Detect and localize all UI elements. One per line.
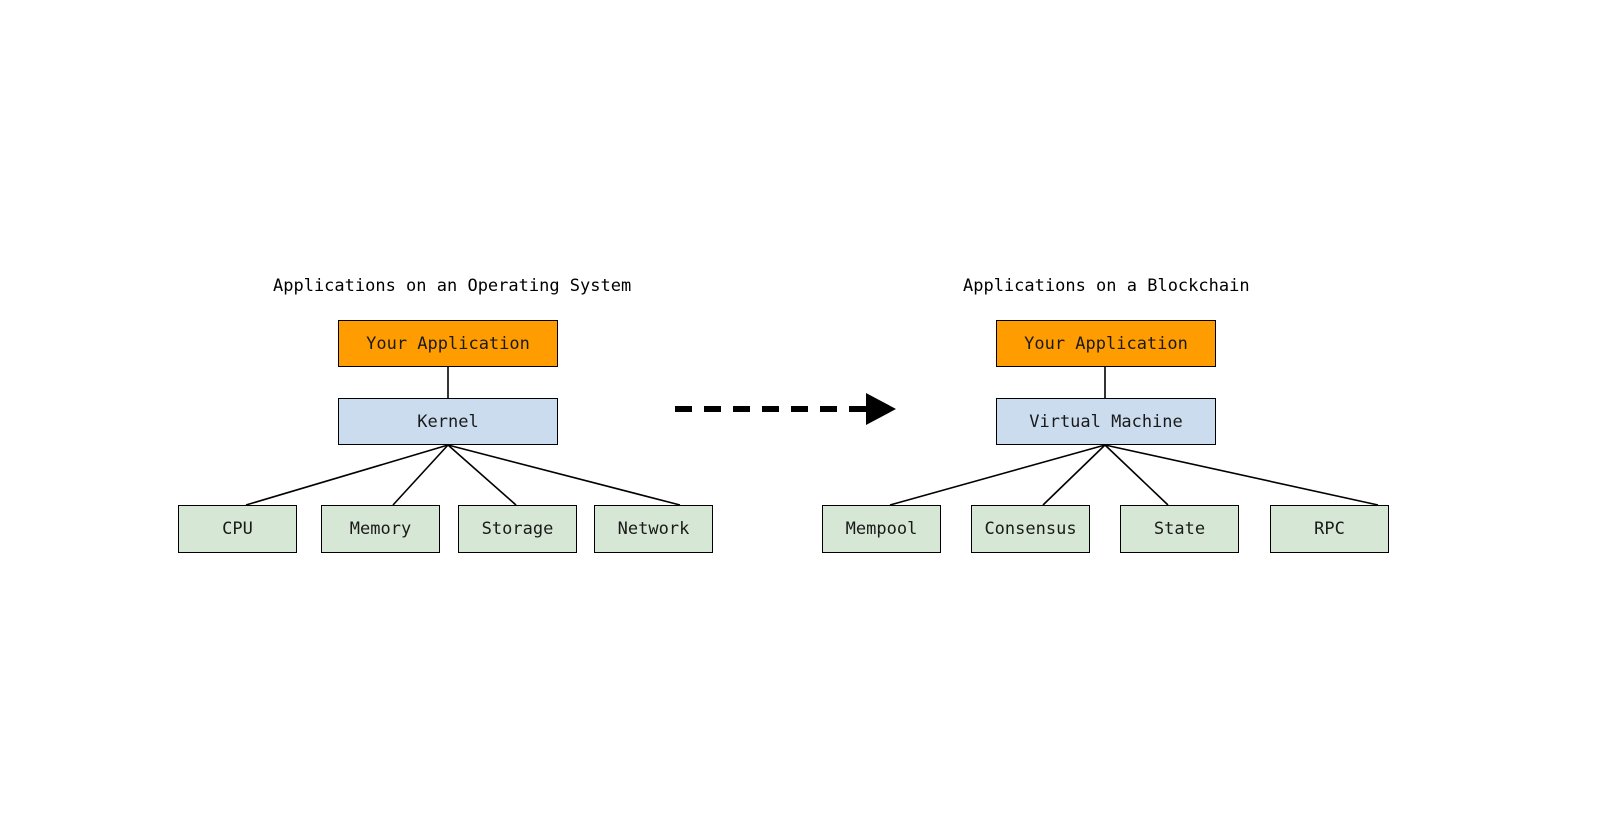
node-right-rpc[interactable]: RPC (1270, 505, 1389, 553)
node-label: RPC (1314, 519, 1345, 539)
node-left-kernel[interactable]: Kernel (338, 398, 558, 445)
node-label: Mempool (845, 519, 918, 539)
transition-arrow-head (866, 393, 896, 425)
edge-left-kernel-to-cpu (245, 444, 449, 506)
node-left-cpu[interactable]: CPU (178, 505, 297, 553)
edge-right-vm-to-rpc (1104, 444, 1379, 506)
node-left-your-application[interactable]: Your Application (338, 320, 558, 367)
edge-left-kernel-to-storage (447, 444, 517, 506)
node-left-storage[interactable]: Storage (458, 505, 577, 553)
node-label: Your Application (366, 333, 530, 354)
panel-title-left: Applications on an Operating System (273, 276, 632, 296)
panel-title-right: Applications on a Blockchain (963, 276, 1250, 296)
node-label: Memory (349, 519, 412, 539)
node-label: Network (617, 519, 690, 539)
edge-left-kernel-to-memory (392, 444, 449, 506)
node-right-mempool[interactable]: Mempool (822, 505, 941, 553)
node-right-virtual-machine[interactable]: Virtual Machine (996, 398, 1216, 445)
node-label: Your Application (1024, 333, 1188, 354)
node-label: CPU (222, 519, 253, 539)
node-label: Virtual Machine (1029, 411, 1183, 432)
node-label: Kernel (417, 411, 479, 432)
edge-right-vm-to-state (1104, 444, 1169, 506)
node-right-your-application[interactable]: Your Application (996, 320, 1216, 367)
node-left-memory[interactable]: Memory (321, 505, 440, 553)
node-right-consensus[interactable]: Consensus (971, 505, 1090, 553)
node-label: State (1153, 519, 1206, 539)
edge-right-vm-to-consensus (1042, 444, 1106, 506)
node-right-state[interactable]: State (1120, 505, 1239, 553)
transition-arrow (675, 393, 896, 425)
node-label: Consensus (984, 519, 1077, 539)
node-label: Storage (481, 519, 554, 539)
edge-right-vm-to-mempool (889, 444, 1106, 506)
edge-left-kernel-to-network (447, 444, 681, 506)
node-left-network[interactable]: Network (594, 505, 713, 553)
